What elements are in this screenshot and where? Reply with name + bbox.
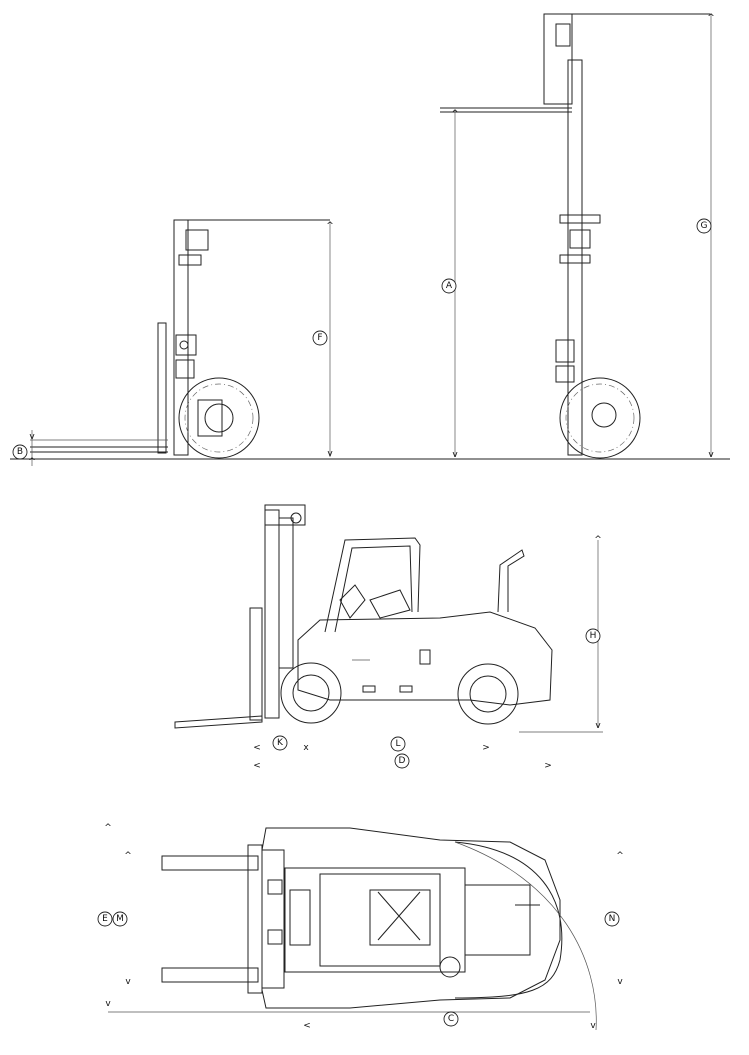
- svg-text:G: G: [701, 221, 708, 231]
- svg-text:C: C: [448, 1014, 454, 1024]
- svg-text:B: B: [17, 447, 23, 457]
- arrow-e-top: ^: [104, 823, 112, 833]
- arrow-k-left: <: [253, 743, 261, 753]
- arrow-f-top: ^: [326, 221, 334, 231]
- arrow-m-top: ^: [124, 851, 132, 861]
- lowered-mast-side-view: ^ v F v ^ B: [10, 219, 730, 467]
- svg-text:N: N: [609, 914, 616, 924]
- svg-text:A: A: [446, 281, 453, 291]
- svg-text:L: L: [395, 739, 400, 749]
- forklift-plan-view: ^ v ^ v E M ^ v N < v C: [97, 823, 624, 1031]
- arrow-d-left: <: [253, 761, 261, 771]
- arrow-a-bottom: v: [452, 450, 458, 460]
- arrow-m-bottom: v: [125, 977, 131, 987]
- arrow-n-bottom: v: [617, 977, 623, 987]
- svg-text:F: F: [317, 333, 322, 343]
- dim-label-l: L: [390, 736, 406, 752]
- arrow-g-top: ^: [707, 13, 715, 23]
- svg-text:M: M: [116, 914, 124, 924]
- arrow-k-right: x: [303, 743, 309, 753]
- arrow-g-bottom: v: [708, 450, 714, 460]
- arrow-n-top: ^: [616, 851, 624, 861]
- arrow-d-right: >: [544, 761, 552, 771]
- svg-text:D: D: [399, 756, 406, 766]
- svg-text:H: H: [590, 631, 597, 641]
- dim-label-a: A: [441, 278, 457, 294]
- dim-label-h: H: [585, 628, 601, 644]
- dim-label-b: B: [12, 444, 28, 460]
- arrow-b-top: v: [29, 432, 35, 442]
- svg-text:K: K: [277, 738, 284, 748]
- dim-label-k: K: [272, 735, 288, 751]
- dim-label-c: C: [443, 1011, 459, 1027]
- dim-label-n: N: [604, 911, 620, 927]
- arrow-b-bottom: ^: [28, 457, 36, 467]
- arrow-f-bottom: v: [327, 449, 333, 459]
- arrow-e-bottom: v: [105, 999, 111, 1009]
- arrow-c-right: v: [590, 1021, 596, 1031]
- raised-mast-side-view: ^ v A ^ v G: [440, 13, 715, 460]
- svg-text:E: E: [102, 914, 108, 924]
- dim-label-f: F: [312, 330, 328, 346]
- forklift-side-view: ^ v H < x K > L < > D: [174, 504, 603, 771]
- dim-label-d: D: [394, 753, 410, 769]
- dim-label-g: G: [696, 218, 712, 234]
- dim-label-e: E: [97, 911, 113, 927]
- arrow-h-bottom: v: [595, 721, 601, 731]
- arrow-l-right: >: [482, 743, 490, 753]
- arrow-c-left: <: [303, 1021, 311, 1031]
- arrow-h-top: ^: [594, 535, 602, 545]
- arrow-a-top: ^: [451, 109, 459, 119]
- dim-label-m: M: [112, 911, 128, 927]
